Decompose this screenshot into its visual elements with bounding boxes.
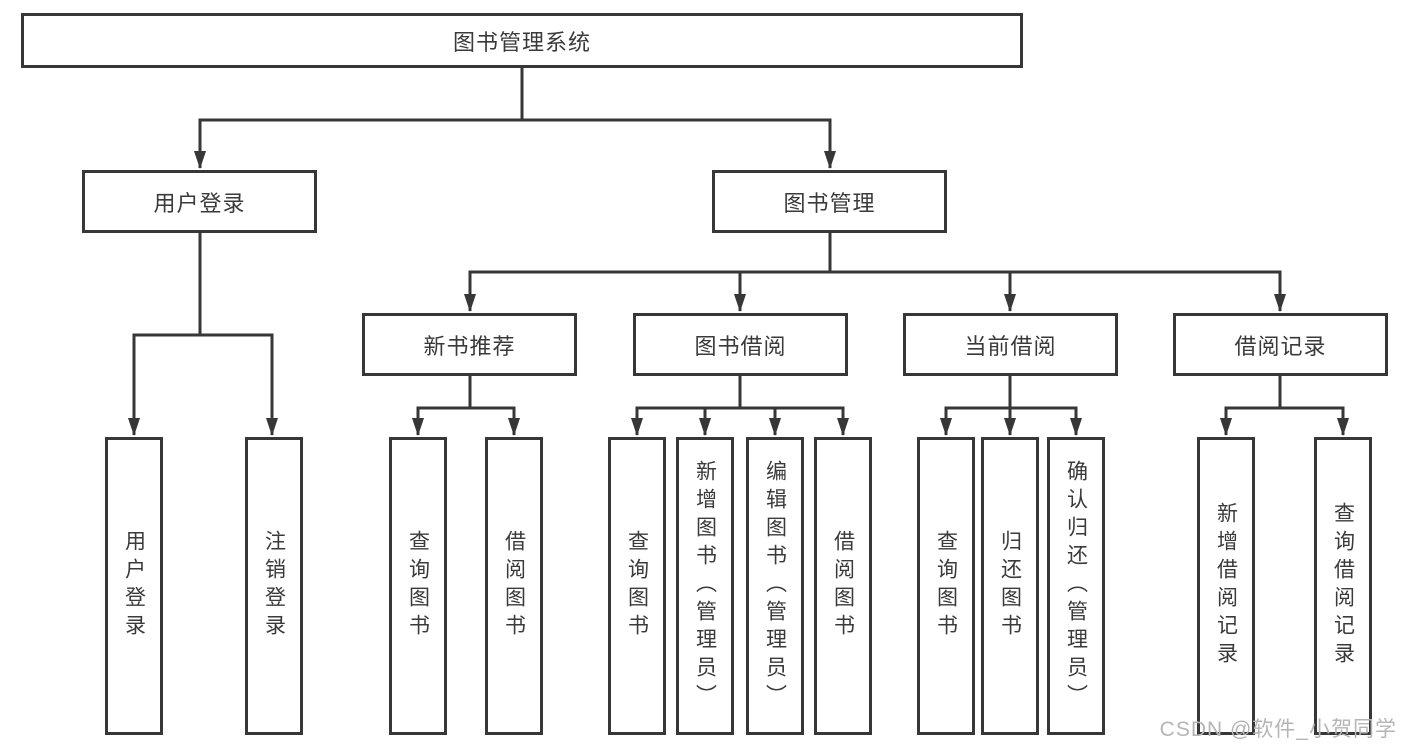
leaf-borrow-books: 借阅图书 [814, 437, 872, 735]
leaf-label: 注销登录 [262, 530, 286, 642]
leaf-borrow-books-recommend: 借阅图书 [485, 437, 543, 735]
leaf-label: 借阅图书 [831, 530, 855, 642]
leaf-query-books-recommend: 查询图书 [389, 437, 447, 735]
node-borrow-records: 借阅记录 [1173, 313, 1388, 376]
leaf-add-book-admin: 新增图书（管理员） [676, 437, 734, 735]
leaf-add-borrow-record: 新增借阅记录 [1197, 437, 1255, 735]
csdn-watermark: CSDN @软件_小贺同学 [1159, 718, 1397, 741]
node-label: 借阅记录 [1234, 333, 1327, 359]
connector-book-borrow-split [631, 374, 849, 436]
leaf-label: 归还图书 [998, 530, 1022, 642]
node-label: 图书管理系统 [452, 29, 591, 55]
connector-new-book-split [412, 374, 520, 436]
leaf-query-borrow-record: 查询借阅记录 [1314, 437, 1372, 735]
leaf-edit-book-admin: 编辑图书（管理员） [746, 437, 804, 735]
node-label: 图书借阅 [694, 333, 787, 359]
leaf-user-login: 用户登录 [105, 437, 163, 735]
node-label: 当前借阅 [964, 333, 1057, 359]
leaf-confirm-return-admin: 确认归还（管理员） [1047, 437, 1105, 735]
node-new-book-recommend: 新书推荐 [362, 313, 577, 376]
leaf-label: 查询图书 [406, 530, 430, 642]
leaf-label: 新增借阅记录 [1214, 502, 1238, 670]
node-book-borrow: 图书借阅 [633, 313, 848, 376]
connector-borrow-records-split [1220, 374, 1349, 436]
leaf-label: 用户登录 [122, 530, 146, 642]
connector-root-split [194, 66, 836, 169]
node-current-borrow: 当前借阅 [903, 313, 1118, 376]
connector-current-borrow-split [940, 374, 1082, 436]
leaf-logout: 注销登录 [245, 437, 303, 735]
node-label: 图书管理 [783, 190, 876, 216]
node-root-system: 图书管理系统 [21, 13, 1023, 68]
leaf-label: 编辑图书（管理员） [763, 460, 787, 712]
leaf-return-book: 归还图书 [981, 437, 1039, 735]
node-label: 用户登录 [153, 190, 246, 216]
leaf-label: 新增图书（管理员） [693, 460, 717, 712]
node-book-management: 图书管理 [712, 170, 947, 233]
leaf-label: 查询借阅记录 [1331, 502, 1355, 670]
connector-book-management-split [464, 231, 1286, 312]
leaf-label: 确认归还（管理员） [1064, 460, 1088, 712]
node-label: 新书推荐 [423, 333, 516, 359]
node-user-login: 用户登录 [82, 170, 317, 233]
connector-user-login-split [128, 231, 278, 436]
leaf-query-books-borrow: 查询图书 [608, 437, 666, 735]
leaf-label: 查询图书 [625, 530, 649, 642]
leaf-label: 借阅图书 [502, 530, 526, 642]
leaf-query-books-current: 查询图书 [917, 437, 975, 735]
leaf-label: 查询图书 [934, 530, 958, 642]
